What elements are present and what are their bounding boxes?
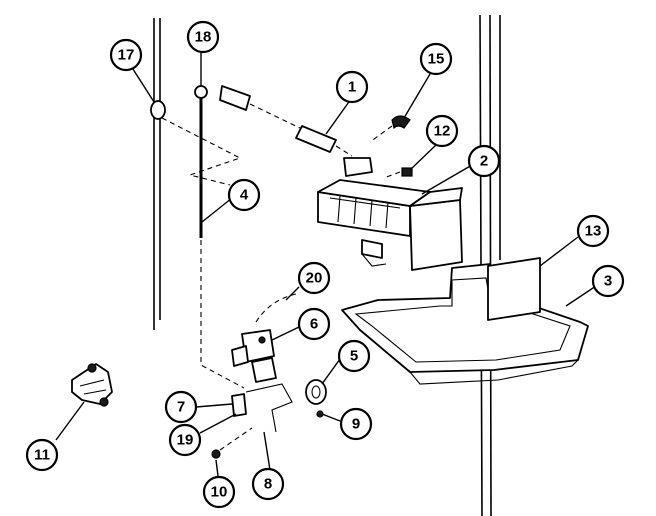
part-18-fitting	[194, 85, 208, 99]
callout-7-label: 7	[177, 399, 185, 416]
callout-19: 19	[168, 423, 202, 457]
part-15-clip	[369, 115, 411, 143]
part-2-ice-maker	[317, 157, 463, 271]
part-4-fill-tube	[199, 98, 245, 389]
part-8-bracket	[245, 383, 293, 433]
callout-12-label: 12	[434, 123, 451, 140]
part-11-valve-assembly	[71, 363, 113, 407]
callout-1: 1	[335, 70, 369, 104]
callout-4-label: 4	[240, 187, 249, 204]
callout-7: 7	[164, 390, 198, 424]
part-12-screw	[383, 167, 413, 179]
callout-11-label: 11	[34, 447, 50, 464]
callout-17-label: 17	[118, 47, 135, 64]
leader-lines	[55, 52, 597, 485]
callout-5: 5	[337, 339, 371, 373]
callout-5-label: 5	[350, 348, 358, 365]
part-3-ice-bin	[341, 263, 589, 385]
part-13-plate	[487, 257, 541, 321]
callout-8-label: 8	[264, 476, 272, 493]
callout-12: 12	[425, 114, 459, 148]
callout-4: 4	[227, 178, 261, 212]
callout-2: 2	[467, 144, 501, 178]
callout-20: 20	[297, 261, 331, 295]
callout-13-label: 13	[585, 223, 602, 240]
callout-19-label: 19	[177, 432, 194, 449]
callout-3-label: 3	[604, 273, 612, 290]
callout-15-label: 15	[428, 51, 445, 68]
callout-20-label: 20	[306, 270, 323, 287]
callout-10: 10	[202, 475, 236, 509]
callout-18: 18	[186, 20, 220, 54]
callout-11: 11	[25, 438, 59, 472]
callout-9: 9	[339, 407, 373, 441]
callout-10-label: 10	[211, 484, 228, 501]
callout-17: 17	[109, 38, 143, 72]
callout-2-label: 2	[480, 153, 488, 170]
callout-3: 3	[591, 264, 625, 298]
part-5-connector	[305, 379, 327, 405]
callout-18-label: 18	[195, 29, 212, 46]
part-1-fill-cup	[219, 85, 353, 157]
callout-15: 15	[419, 42, 453, 76]
callout-6-label: 6	[310, 316, 318, 333]
part-10-screw	[211, 427, 253, 459]
callout-8: 8	[251, 467, 285, 501]
callout-6: 6	[297, 307, 331, 341]
part-7-bracket	[231, 393, 247, 417]
callout-13: 13	[576, 214, 610, 248]
callout-9-label: 9	[352, 416, 360, 433]
part-17-grommet	[150, 100, 242, 186]
part-6-water-valve	[231, 329, 277, 383]
part-20-wire	[255, 293, 297, 323]
callout-1-label: 1	[348, 79, 356, 96]
